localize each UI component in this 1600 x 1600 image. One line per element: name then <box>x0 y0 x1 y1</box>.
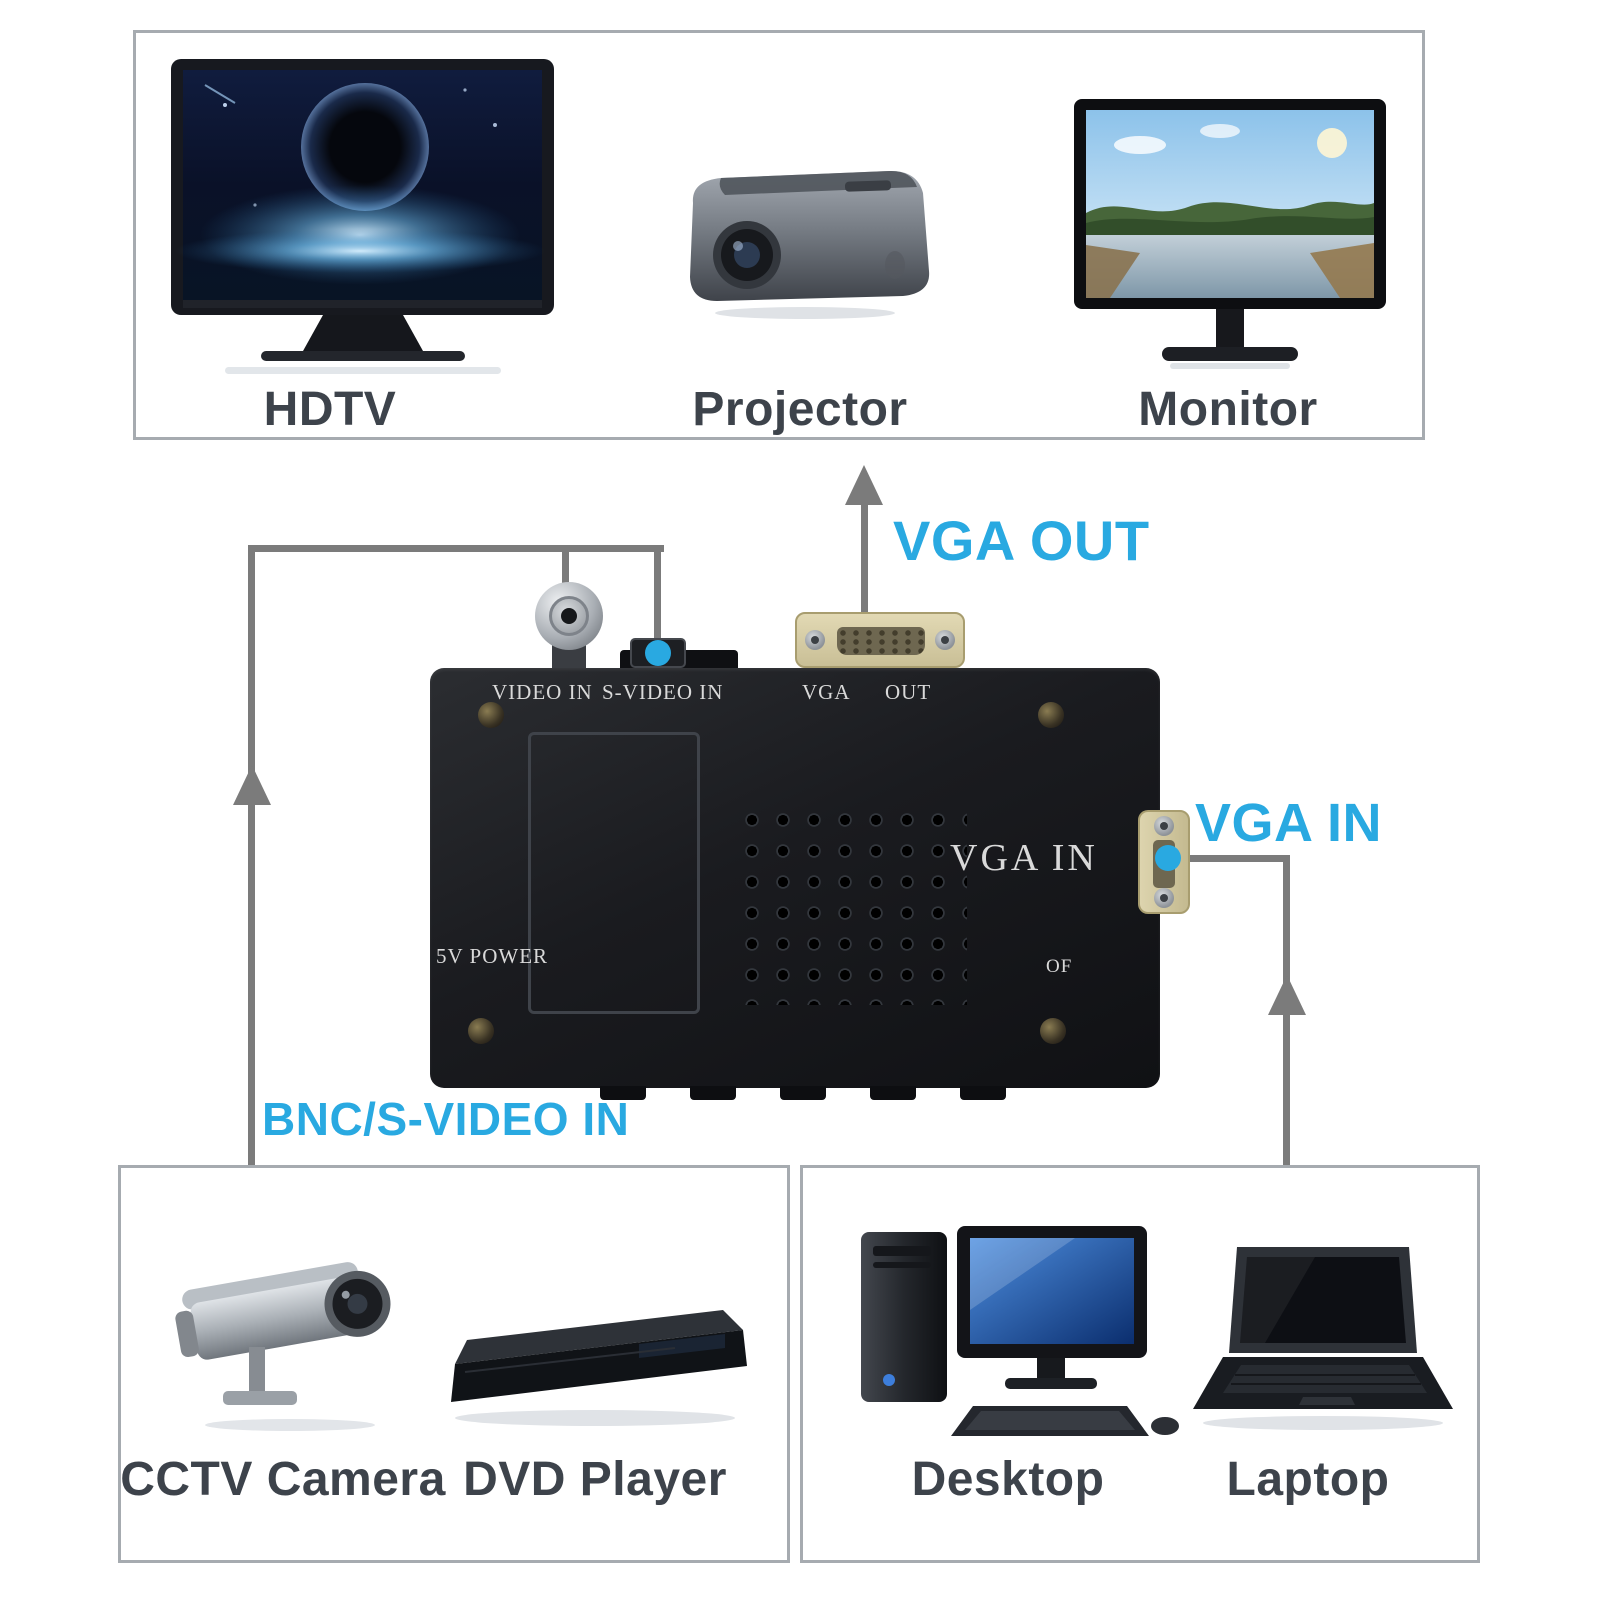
laptop-label: Laptop <box>1226 1453 1390 1506</box>
label-recess <box>528 732 700 1014</box>
rubber-foot <box>780 1086 826 1100</box>
screw <box>1040 1018 1066 1044</box>
screw <box>1038 702 1064 728</box>
hdtv-label: HDTV <box>263 383 397 436</box>
rubber-foot <box>690 1086 736 1100</box>
rubber-foot <box>960 1086 1006 1100</box>
out-port-label: OUT <box>885 680 932 704</box>
bnc-connector <box>535 582 603 674</box>
vga-screw-hole <box>1154 888 1174 908</box>
screw <box>468 1018 494 1044</box>
desktop-image <box>861 1226 1179 1436</box>
hdtv-image <box>171 59 554 374</box>
vga-out-arrow-icon <box>845 465 883 505</box>
vga-out-port <box>795 612 965 668</box>
cctv-camera-label: CCTV Camera <box>120 1453 446 1506</box>
vga-port-label: VGA <box>802 680 851 704</box>
vga-out-annotation: VGA OUT <box>893 509 1150 572</box>
monitor-image <box>1074 99 1386 369</box>
rubber-foot <box>870 1086 916 1100</box>
vga-in-arrow-icon <box>1268 975 1306 1015</box>
bnc-svideo-in-annotation: BNC/S-VIDEO IN <box>262 1093 630 1145</box>
vga-in-line-horizontal <box>1168 855 1290 862</box>
vga-screw-hole <box>805 630 825 650</box>
vga-screw-hole <box>1154 816 1174 836</box>
vga-out-line <box>861 503 868 635</box>
switch-label: OF <box>1046 956 1073 977</box>
svideo-connection-dot <box>645 640 671 666</box>
screw <box>478 702 504 728</box>
vent-grille <box>742 810 967 1005</box>
vga-in-engraving: VGA IN <box>950 837 1098 879</box>
projector-image <box>690 170 930 319</box>
power-label: 5V POWER <box>436 944 549 968</box>
bnc-in-arrow-icon <box>233 765 271 805</box>
rubber-foot <box>600 1086 646 1100</box>
cctv-camera-image <box>175 1262 391 1431</box>
dvd-player-label: DVD Player <box>463 1453 727 1506</box>
vga-dshell <box>837 627 925 655</box>
vga-screw-hole <box>935 630 955 650</box>
desktop-label: Desktop <box>911 1453 1105 1506</box>
bnc-hole <box>561 608 577 624</box>
converter-box: VIDEO IN S-VIDEO IN VGA OUT VGA IN 5V PO… <box>430 668 1160 1088</box>
vga-in-annotation: VGA IN <box>1195 793 1383 853</box>
bnc-line-vertical <box>248 545 255 1165</box>
bnc-line-horizontal <box>248 545 664 552</box>
svideo-drop-line <box>654 549 661 649</box>
monitor-label: Monitor <box>1138 383 1318 436</box>
projector-label: Projector <box>692 383 908 436</box>
video-in-port-label: VIDEO IN <box>492 680 593 704</box>
vga-in-connection-dot <box>1155 845 1181 871</box>
s-video-in-port-label: S-VIDEO IN <box>602 680 724 704</box>
dvd-player-image <box>451 1310 747 1426</box>
bnc-drop-line <box>562 549 569 591</box>
laptop-image <box>1193 1247 1453 1430</box>
